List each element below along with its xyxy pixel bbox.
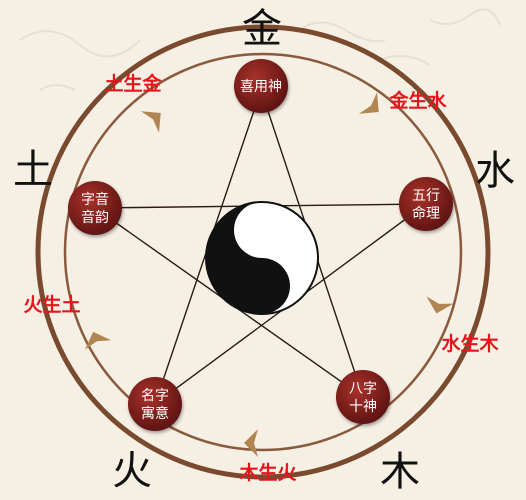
cycle-arrows xyxy=(84,92,454,457)
element-fire: 火 xyxy=(112,448,152,494)
node-bottom-left-label-2: 寓意 xyxy=(141,405,169,422)
element-earth: 土 xyxy=(13,147,53,193)
cycle-wood-fire: 木生火 xyxy=(238,461,297,484)
node-bottom-right-label-1: 八字 xyxy=(349,381,377,397)
arrow-metal-water-icon xyxy=(359,92,379,114)
node-right-label-2: 命理 xyxy=(412,205,440,222)
node-bottom-left-label-1: 名字 xyxy=(141,388,169,404)
arrow-earth-metal-icon xyxy=(141,111,161,133)
background-texture xyxy=(19,8,501,91)
inner-ring xyxy=(63,52,463,452)
cycle-metal-water: 金生水 xyxy=(388,89,447,112)
yin-yang-symbol xyxy=(205,201,319,315)
node-bottom-left: 名字 寓意 xyxy=(128,377,182,431)
outer-ring xyxy=(35,24,491,480)
arrow-water-wood-icon xyxy=(426,296,454,314)
arrow-wood-fire-icon xyxy=(244,429,258,457)
element-wood: 木 xyxy=(380,449,420,495)
node-left-label-1: 字音 xyxy=(81,191,109,208)
node-right: 五行 命理 xyxy=(399,177,453,231)
cycle-fire-earth: 火生土 xyxy=(23,293,80,316)
node-bottom-right-label-2: 十神 xyxy=(349,399,377,415)
node-bottom-right: 八字 十神 xyxy=(336,370,390,424)
element-water: 水 xyxy=(475,148,515,194)
node-left: 字音 音韵 xyxy=(68,181,122,235)
arrow-fire-earth-icon xyxy=(84,331,112,350)
node-top-label: 喜用神 xyxy=(240,79,282,95)
node-top: 喜用神 xyxy=(234,59,288,113)
element-metal: 金 xyxy=(242,6,282,52)
cycle-water-wood: 水生木 xyxy=(441,332,499,355)
node-right-label-1: 五行 xyxy=(412,188,440,204)
cycle-earth-metal: 土生金 xyxy=(104,72,162,95)
node-left-label-2: 音韵 xyxy=(81,209,109,226)
